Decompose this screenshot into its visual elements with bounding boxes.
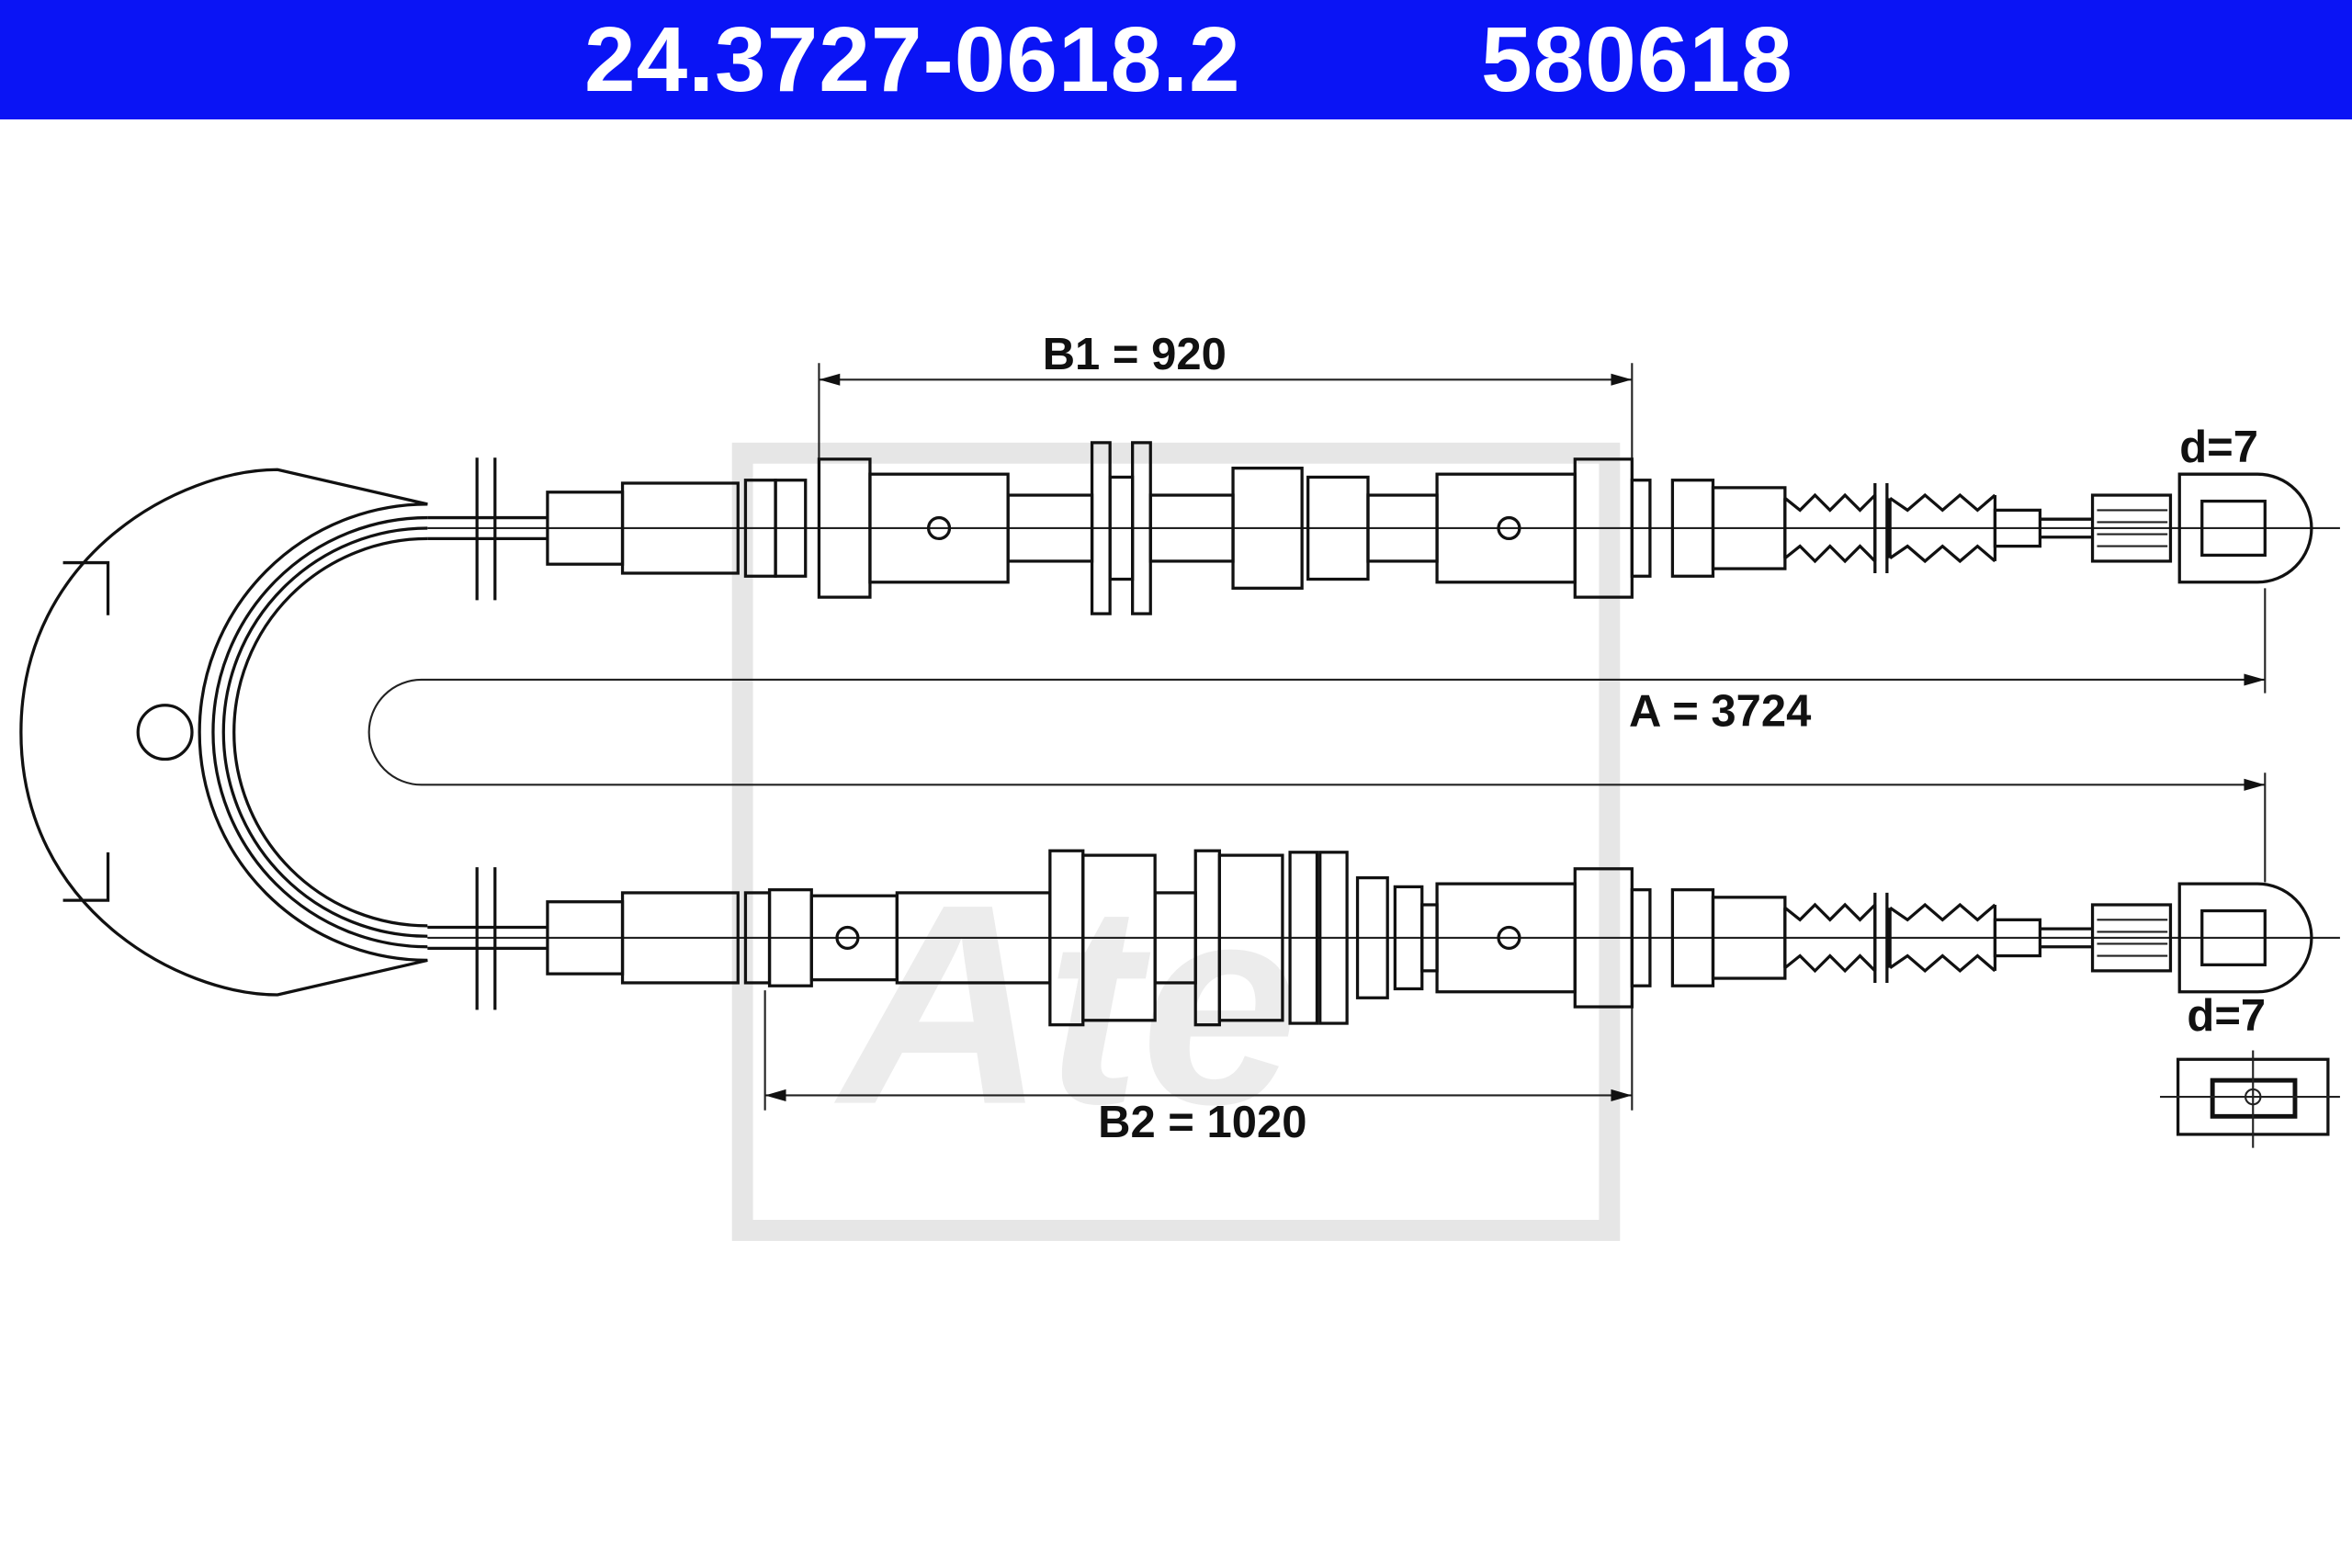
- eye-hole: [2200, 499, 2267, 558]
- ate-watermark: Ate: [731, 442, 1621, 1241]
- dimension-b1: B1 = 920: [818, 330, 1634, 466]
- crimp-sleeve: [2090, 493, 2173, 563]
- dimension-b1-label: B1 = 920: [1043, 330, 1227, 379]
- pin-hole: [1497, 925, 1521, 951]
- eye-diameter-label-top: d=7: [2179, 423, 2258, 472]
- sleeve-segment: [620, 481, 740, 575]
- mounting-bracket: [19, 468, 428, 997]
- sleeve-segment: [1630, 888, 1652, 987]
- dimension-a: A = 3724: [368, 588, 2267, 883]
- pin-hole: [835, 925, 860, 951]
- part-number: 24.3727-0618.2: [584, 8, 1241, 111]
- pin-hole: [1497, 515, 1521, 541]
- ferrule: [1993, 508, 2042, 548]
- sleeve-segment: [1630, 479, 1652, 578]
- upper-cable-assembly: [427, 441, 2340, 615]
- crimp-sleeve: [2090, 903, 2173, 973]
- ferrule: [1993, 918, 2042, 958]
- eye-hole: [2200, 908, 2267, 966]
- cable-bend: [211, 515, 428, 949]
- sleeve-segment: [774, 479, 808, 578]
- sleeve-segment: [1288, 851, 1319, 1025]
- sleeve-segment: [1217, 853, 1284, 1022]
- dimension-b2-label: B2 = 1020: [1098, 1098, 1306, 1147]
- svg-text:Ate: Ate: [831, 845, 1300, 1164]
- sleeve-segment: [1231, 467, 1304, 590]
- dimension-b2: B2 = 1020: [763, 990, 1634, 1147]
- eye-terminal: [2177, 882, 2313, 994]
- header-bar: 24.3727-0618.2 580618: [0, 0, 2352, 119]
- eye-terminal: [2177, 472, 2313, 584]
- lower-cable-assembly: [427, 849, 2340, 1027]
- eye-section-detail: [2160, 1050, 2340, 1148]
- dimension-a-label: A = 3724: [1629, 687, 1811, 737]
- reference-code: 580618: [1481, 8, 1793, 111]
- eye-diameter-label-bottom: d=7: [2187, 991, 2266, 1041]
- sleeve-segment: [1318, 851, 1349, 1025]
- sleeve-segment: [1355, 875, 1389, 999]
- pin-hole: [926, 515, 952, 541]
- sleeve-segment: [620, 891, 740, 985]
